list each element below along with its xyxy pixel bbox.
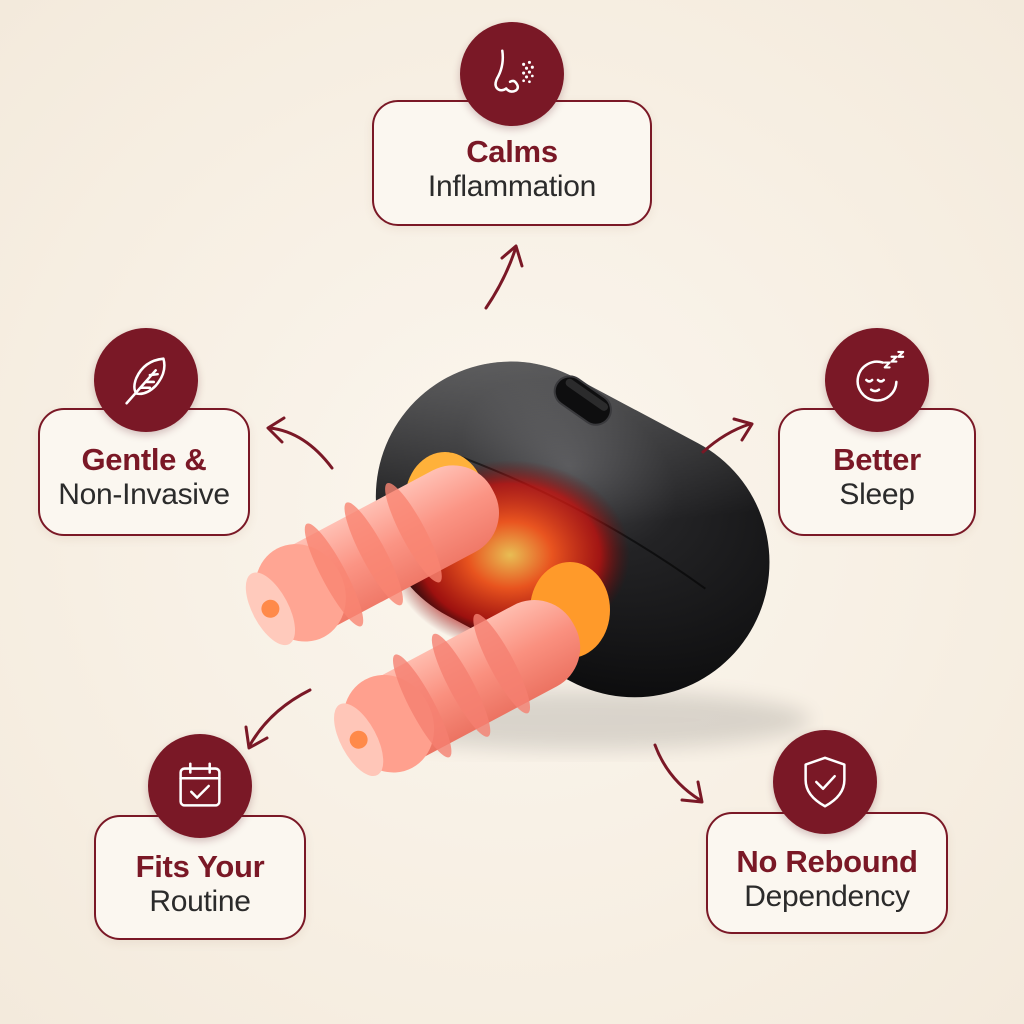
nose-icon [494,49,534,93]
nasal-tip-upper [245,465,500,646]
feature-subtitle: Non-Invasive [58,478,230,512]
feature-card-sleep: Better Sleep [778,408,976,536]
feature-subtitle: Dependency [744,880,910,914]
feature-badge-rebound [773,730,877,834]
feature-title: Fits Your [135,848,265,884]
feature-badge-routine [148,734,252,838]
feature-title: No Rebound [736,844,918,880]
feature-title: Calms [466,134,558,170]
shield-check-icon [804,756,846,808]
arrow-to-calms [484,244,524,310]
feature-title: Better [833,442,921,478]
power-button[interactable] [549,371,617,431]
feature-badge-calms [460,22,564,126]
feature-subtitle: Inflammation [427,170,597,204]
arrow-to-rebound [653,743,704,804]
feature-badge-gentle [94,328,198,432]
sleeping-face-icon [856,350,905,402]
feature-badge-sleep [825,328,929,432]
calendar-check-icon [179,762,221,807]
arrow-to-sleep [701,417,754,454]
nasal-tip-lower [334,600,581,777]
arrow-to-routine [244,688,312,750]
arrow-to-gentle [266,416,334,470]
feature-subtitle: Sleep [839,478,915,512]
feather-icon [125,357,166,405]
feature-title: Gentle & [81,442,207,478]
feature-subtitle: Routine [149,884,251,918]
